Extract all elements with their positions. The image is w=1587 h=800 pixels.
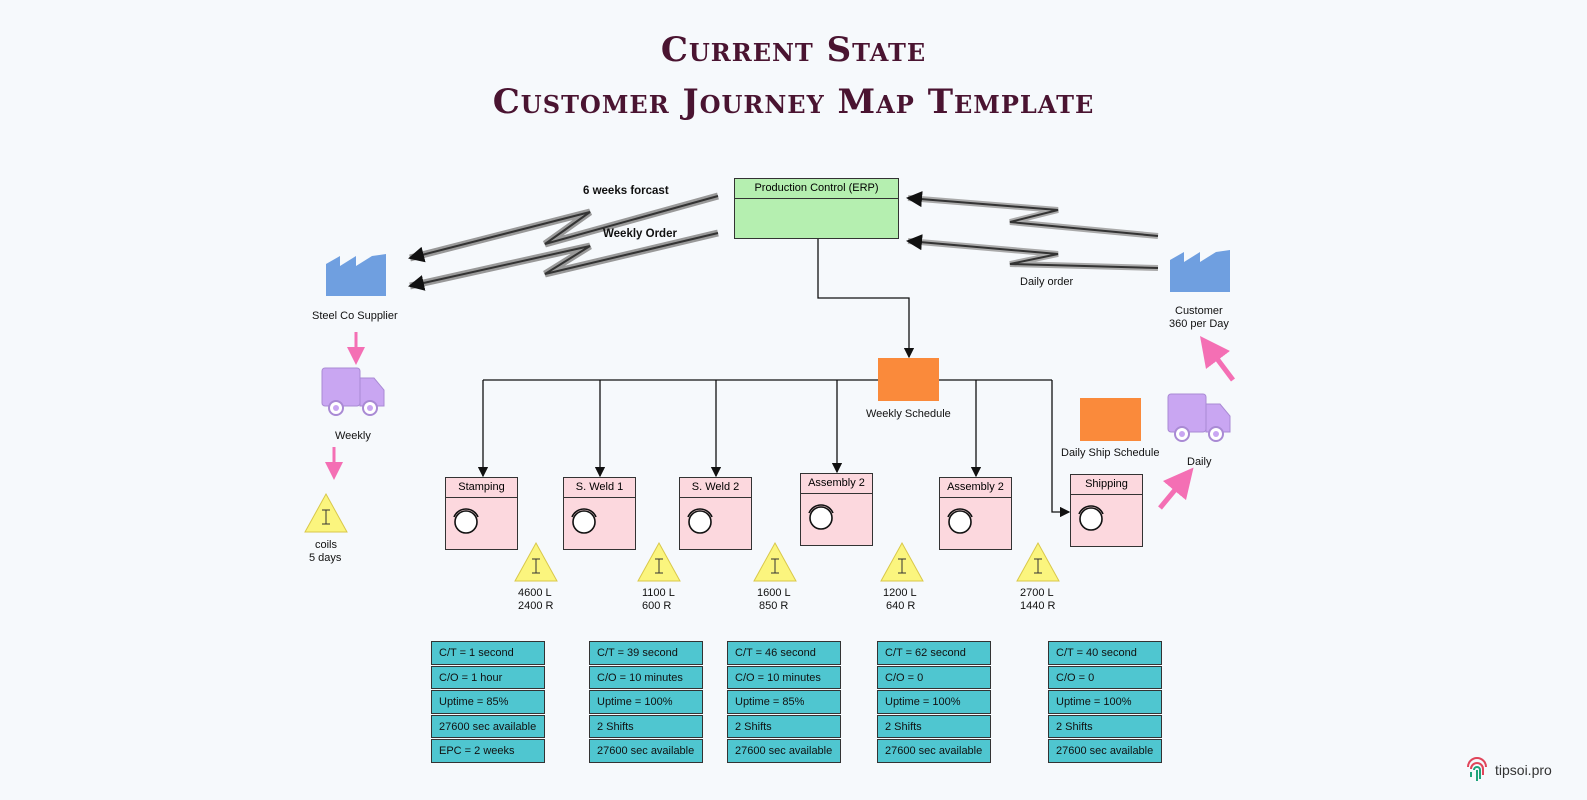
weekly-schedule-label: Weekly Schedule xyxy=(866,408,951,420)
supplier-inventory-line2: 5 days xyxy=(309,552,342,564)
process-box: Shipping xyxy=(1070,474,1143,547)
weekly-schedule-box xyxy=(878,358,939,401)
forecast-label: 6 weeks forcast xyxy=(583,185,669,197)
inventory-label-line1: 1200 L xyxy=(883,587,917,599)
inventory-label-line1: 2700 L xyxy=(1020,587,1054,599)
data-row: Uptime = 85% xyxy=(727,690,841,714)
data-box: C/T = 1 second C/O = 1 hour Uptime = 85%… xyxy=(431,640,545,763)
data-row: EPC = 2 weeks xyxy=(431,739,545,763)
inventory-triangle-icon xyxy=(637,541,681,582)
data-row: C/T = 62 second xyxy=(877,641,991,665)
data-row: C/T = 46 second xyxy=(727,641,841,665)
operator-icon xyxy=(808,504,834,530)
data-row: C/T = 40 second xyxy=(1048,641,1162,665)
ship-to-truck-arrow xyxy=(1158,467,1194,510)
data-row: C/O = 10 minutes xyxy=(589,665,703,690)
supplier-inventory-line1: coils xyxy=(315,539,338,551)
inventory-label-line1: 1100 L xyxy=(642,587,675,599)
process-box: Stamping xyxy=(445,477,518,550)
inventory-label-line1: 1600 L xyxy=(757,587,791,599)
customer-order-electronic-arrow-bottom xyxy=(906,234,1159,271)
data-row: 2 Shifts xyxy=(727,714,841,739)
process-box: S. Weld 2 xyxy=(679,477,752,550)
daily-ship-schedule-label: Daily Ship Schedule xyxy=(1061,447,1160,459)
customer-truck-label: Daily xyxy=(1187,456,1212,468)
data-box: C/T = 46 second C/O = 10 minutes Uptime … xyxy=(727,640,841,763)
process-label: Assembly 2 xyxy=(940,478,1011,498)
process-box: Assembly 2 xyxy=(800,473,873,546)
data-row: Uptime = 100% xyxy=(589,690,703,714)
inventory-label-line2: 600 R xyxy=(642,600,672,612)
brand-logo[interactable]: tipsoi.pro xyxy=(1465,757,1552,783)
supplier-truck-label: Weekly xyxy=(335,430,371,442)
truck-to-customer-arrow xyxy=(1200,336,1235,382)
inventory-label-line2: 640 R xyxy=(886,600,916,612)
inventory-label-line2: 1440 R xyxy=(1020,600,1056,612)
data-row: 27600 sec available xyxy=(877,739,991,763)
operator-icon xyxy=(571,508,597,534)
process-label: Shipping xyxy=(1071,475,1142,495)
data-row: C/T = 1 second xyxy=(431,641,545,665)
weekly-order-label: Weekly Order xyxy=(603,228,677,240)
forecast-electronic-arrow xyxy=(408,192,719,263)
daily-order-label: Daily order xyxy=(1020,276,1074,288)
customer-label-line2: 360 per Day xyxy=(1169,318,1229,330)
data-row: 27600 sec available xyxy=(431,714,545,739)
data-row: 2 Shifts xyxy=(877,714,991,739)
data-row: 27600 sec available xyxy=(727,739,841,763)
data-row: C/O = 0 xyxy=(1048,665,1162,690)
supplier-truck-icon xyxy=(321,367,385,416)
daily-ship-schedule-box xyxy=(1080,398,1141,441)
brand-label: tipsoi.pro xyxy=(1495,762,1552,778)
operator-icon xyxy=(453,508,479,534)
customer-label-line1: Customer xyxy=(1175,305,1223,317)
customer-order-electronic-arrow-top xyxy=(906,191,1159,239)
weekly-order-electronic-arrow xyxy=(408,229,719,291)
page-title-line2: Customer Journey Map Template xyxy=(492,82,1095,122)
data-box: C/T = 40 second C/O = 0 Uptime = 100% 2 … xyxy=(1048,640,1162,763)
customer-truck-icon xyxy=(1167,393,1231,442)
customer-factory-icon xyxy=(1170,250,1230,292)
inventory-triangle-icon xyxy=(1016,541,1060,582)
page-title-line1: Current State xyxy=(660,30,927,70)
inventory-triangle-icon xyxy=(753,541,797,582)
inventory-label-line1: 4600 L xyxy=(518,587,552,599)
fingerprint-icon xyxy=(1467,757,1487,781)
process-label: Assembly 2 xyxy=(801,474,872,494)
inventory-triangle-icon xyxy=(304,492,348,533)
erp-to-schedule-arrow xyxy=(817,238,915,359)
data-row: 2 Shifts xyxy=(1048,714,1162,739)
schedule-distribution-lines xyxy=(477,379,1071,518)
inventory-triangle-icon xyxy=(880,541,924,582)
data-box: C/T = 62 second C/O = 0 Uptime = 100% 2 … xyxy=(877,640,991,763)
data-row: Uptime = 100% xyxy=(1048,690,1162,714)
process-box: S. Weld 1 xyxy=(563,477,636,550)
supplier-label: Steel Co Supplier xyxy=(312,310,398,322)
data-box: C/T = 39 second C/O = 10 minutes Uptime … xyxy=(589,640,703,763)
data-row: C/T = 39 second xyxy=(589,641,703,665)
inventory-triangle-icon xyxy=(514,541,558,582)
process-label: S. Weld 1 xyxy=(564,478,635,498)
data-row: Uptime = 85% xyxy=(431,690,545,714)
production-control-label: Production Control (ERP) xyxy=(735,179,898,199)
operator-icon xyxy=(1078,505,1104,531)
operator-icon xyxy=(947,508,973,534)
operator-icon xyxy=(687,508,713,534)
inventory-label-line2: 850 R xyxy=(759,600,789,612)
inventory-label-line2: 2400 R xyxy=(518,600,554,612)
data-row: 2 Shifts xyxy=(589,714,703,739)
process-label: S. Weld 2 xyxy=(680,478,751,498)
data-row: 27600 sec available xyxy=(589,739,703,763)
data-row: 27600 sec available xyxy=(1048,739,1162,763)
supplier-factory-icon xyxy=(326,254,386,296)
inventory-triangles xyxy=(304,492,1060,582)
process-label: Stamping xyxy=(446,478,517,498)
data-row: C/O = 10 minutes xyxy=(727,665,841,690)
process-box: Assembly 2 xyxy=(939,477,1012,550)
data-row: Uptime = 100% xyxy=(877,690,991,714)
data-row: C/O = 0 xyxy=(877,665,991,690)
production-control-box: Production Control (ERP) xyxy=(734,178,899,239)
data-row: C/O = 1 hour xyxy=(431,665,545,690)
